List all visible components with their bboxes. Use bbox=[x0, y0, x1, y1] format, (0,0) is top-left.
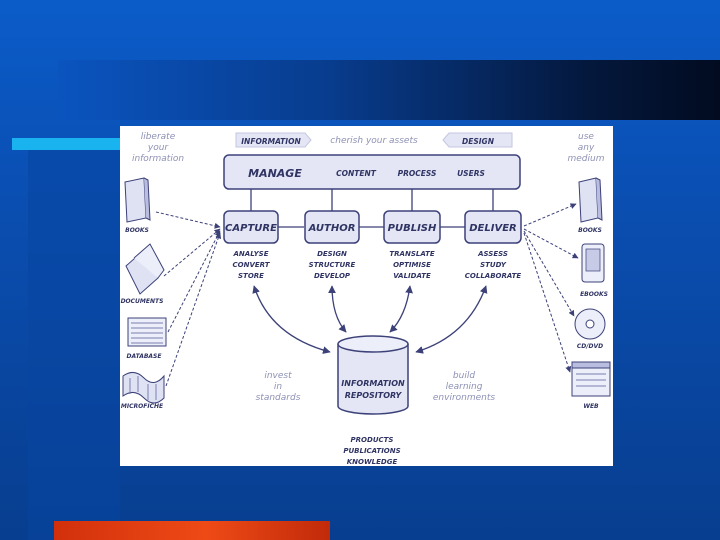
svg-text:DEVELOP: DEVELOP bbox=[314, 272, 351, 280]
svg-text:standards: standards bbox=[256, 393, 301, 403]
output-label-ebooks: EBOOKS bbox=[580, 291, 608, 298]
svg-text:INFORMATION: INFORMATION bbox=[341, 379, 405, 388]
svg-text:medium: medium bbox=[568, 154, 605, 164]
svg-text:DESIGN: DESIGN bbox=[462, 137, 495, 146]
svg-text:INFORMATION: INFORMATION bbox=[241, 137, 301, 146]
svg-text:in: in bbox=[274, 382, 283, 392]
svg-text:PRODUCTS: PRODUCTS bbox=[351, 436, 394, 444]
manage-title: MANAGE bbox=[248, 167, 302, 180]
books-icon bbox=[124, 177, 151, 223]
svg-text:learning: learning bbox=[446, 382, 483, 392]
svg-text:PUBLISH: PUBLISH bbox=[388, 223, 437, 234]
svg-text:any: any bbox=[578, 143, 595, 153]
source-arrows bbox=[155, 211, 222, 387]
svg-text:REPOSITORY: REPOSITORY bbox=[345, 391, 403, 400]
note-use-any-medium: use any medium bbox=[568, 132, 605, 164]
output-arrows bbox=[523, 203, 579, 373]
documents-icon bbox=[125, 243, 165, 295]
information-arrow: INFORMATION bbox=[235, 132, 312, 148]
svg-text:ASSESS: ASSESS bbox=[477, 250, 508, 258]
svg-text:liberate: liberate bbox=[141, 132, 176, 142]
svg-text:DELIVER: DELIVER bbox=[469, 223, 517, 234]
manage-box bbox=[223, 154, 521, 190]
svg-text:build: build bbox=[453, 371, 475, 381]
svg-text:environments: environments bbox=[433, 393, 496, 403]
cyan-accent-bar bbox=[12, 138, 142, 150]
manage-item-users: USERS bbox=[457, 169, 485, 178]
svg-text:invest: invest bbox=[264, 371, 292, 381]
note-build-learning: build learning environments bbox=[433, 371, 496, 403]
left-shade-strip bbox=[28, 150, 120, 540]
svg-text:STRUCTURE: STRUCTURE bbox=[309, 261, 356, 269]
diagram-panel: liberate your information use any medium… bbox=[120, 126, 613, 466]
svg-text:CAPTURE: CAPTURE bbox=[225, 223, 277, 234]
stage-publish: PUBLISH TRANSLATE OPTIMISE VALIDATE bbox=[383, 210, 441, 280]
svg-text:DESIGN: DESIGN bbox=[317, 250, 347, 258]
svg-text:STUDY: STUDY bbox=[480, 261, 507, 269]
source-label-microfiche: MICROFICHE bbox=[121, 403, 164, 410]
svg-text:AUTHOR: AUTHOR bbox=[308, 223, 356, 234]
svg-text:OPTIMISE: OPTIMISE bbox=[393, 261, 431, 269]
output-label-books: BOOKS bbox=[578, 227, 602, 234]
design-arrow: DESIGN bbox=[442, 132, 513, 148]
svg-text:ANALYSE: ANALYSE bbox=[233, 250, 269, 258]
microfiche-icon bbox=[122, 372, 165, 404]
stage-author: AUTHOR DESIGN STRUCTURE DEVELOP bbox=[304, 210, 360, 280]
stage-deliver: DELIVER ASSESS STUDY COLLABORATE bbox=[464, 210, 522, 280]
svg-text:information: information bbox=[132, 154, 184, 164]
output-label-cd-dvd: CD/DVD bbox=[577, 343, 603, 350]
svg-text:KNOWLEDGE: KNOWLEDGE bbox=[347, 458, 398, 466]
source-label-books: BOOKS bbox=[125, 227, 149, 234]
svg-text:TRANSLATE: TRANSLATE bbox=[389, 250, 434, 258]
red-accent-bar bbox=[54, 521, 330, 540]
source-label-documents: DOCUMENTS bbox=[121, 298, 164, 305]
svg-text:PUBLICATIONS: PUBLICATIONS bbox=[343, 447, 400, 455]
note-liberate: liberate your information bbox=[132, 132, 184, 164]
svg-text:your: your bbox=[147, 143, 170, 153]
database-icon bbox=[127, 317, 167, 347]
title-band bbox=[58, 60, 720, 120]
note-invest-in-standards: invest in standards bbox=[256, 371, 301, 403]
ebook-icon bbox=[581, 243, 605, 283]
output-books-icon bbox=[578, 177, 603, 223]
cd-dvd-icon bbox=[574, 308, 606, 340]
svg-text:COLLABORATE: COLLABORATE bbox=[465, 272, 522, 280]
repository-arrows bbox=[252, 285, 488, 354]
information-lifecycle-diagram: liberate your information use any medium… bbox=[121, 132, 611, 466]
web-icon bbox=[571, 361, 611, 397]
manage-item-content: CONTENT bbox=[336, 169, 377, 178]
output-label-web: WEB bbox=[583, 403, 599, 410]
svg-text:CONVERT: CONVERT bbox=[233, 261, 271, 269]
svg-text:use: use bbox=[578, 132, 594, 142]
svg-text:STORE: STORE bbox=[238, 272, 264, 280]
manage-item-process: PROCESS bbox=[398, 169, 437, 178]
repository-outcomes: PRODUCTS PUBLICATIONS KNOWLEDGE bbox=[343, 436, 400, 466]
source-label-database: DATABASE bbox=[127, 353, 163, 360]
stage-capture: CAPTURE ANALYSE CONVERT STORE bbox=[223, 210, 279, 280]
information-repository-cylinder: INFORMATION REPOSITORY bbox=[337, 335, 409, 415]
manage-connectors bbox=[250, 189, 494, 228]
svg-text:VALIDATE: VALIDATE bbox=[393, 272, 431, 280]
cherish-assets-label: cherish your assets bbox=[330, 136, 418, 146]
